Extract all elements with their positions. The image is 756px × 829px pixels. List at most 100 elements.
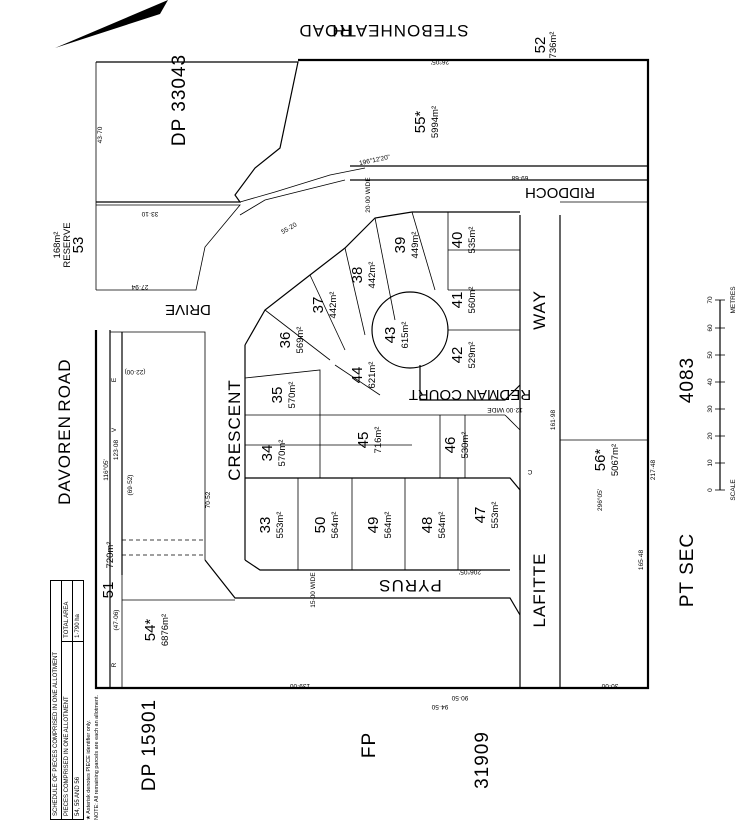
- svg-text:15·00 WIDE: 15·00 WIDE: [310, 572, 317, 608]
- dp33043-boundary: [96, 61, 299, 203]
- svg-text:40: 40: [707, 378, 714, 386]
- svg-text:V: V: [111, 427, 118, 432]
- road-pyrus: PYRUS: [378, 576, 442, 595]
- svg-text:553m²: 553m²: [490, 502, 501, 529]
- svg-text:54*: 54*: [142, 619, 159, 642]
- svg-text:55·20: 55·20: [280, 221, 298, 236]
- svg-text:442m²: 442m²: [328, 292, 339, 319]
- schedule-title: SCHEDULE OF PIECES COMPRISED IN ONE ALLO…: [50, 580, 62, 820]
- svg-text:43·70: 43·70: [97, 126, 104, 143]
- plan-ptsec-number: 4083: [677, 357, 698, 403]
- svg-text:20·00 WIDE: 20·00 WIDE: [365, 177, 372, 213]
- svg-text:49: 49: [365, 517, 382, 534]
- svg-text:METRES: METRES: [730, 286, 737, 314]
- svg-text:296°05': 296°05': [596, 489, 604, 511]
- svg-text:C: C: [527, 468, 532, 475]
- svg-text:51: 51: [100, 582, 117, 599]
- svg-text:56*: 56*: [592, 449, 609, 472]
- svg-text:570m²: 570m²: [287, 382, 298, 409]
- svg-text:20: 20: [707, 432, 714, 440]
- scale-bar: 0 10 20 30 40 50 60 70 METRES SCALE: [707, 286, 737, 501]
- outer-boundary: [94, 58, 650, 690]
- road-riddoch: RIDDOCH: [525, 184, 595, 201]
- svg-text:116°05': 116°05': [102, 459, 110, 480]
- plan-dp33043: DP 33043: [169, 54, 190, 146]
- svg-text:5994m²: 5994m²: [430, 106, 441, 138]
- plan-fp-number: 31909: [472, 731, 493, 789]
- svg-text:30: 30: [707, 405, 714, 413]
- road-redman-court: REDMAN COURT: [409, 386, 531, 403]
- road-way: WAY: [530, 290, 549, 330]
- schedule-note-remaining: NOTE: All remaining parcels are each an …: [94, 694, 100, 820]
- svg-text:570m²: 570m²: [277, 440, 288, 467]
- svg-text:R: R: [111, 662, 118, 667]
- svg-text:27·94: 27·94: [131, 283, 148, 290]
- svg-text:E: E: [111, 377, 118, 382]
- svg-text:60: 60: [707, 324, 714, 332]
- svg-text:736m²: 736m²: [548, 32, 559, 59]
- svg-text:50: 50: [312, 517, 329, 534]
- svg-text:26°05': 26°05': [431, 58, 449, 66]
- svg-text:48: 48: [419, 517, 436, 534]
- svg-text:38: 38: [349, 267, 366, 284]
- svg-text:33·10: 33·10: [141, 210, 158, 217]
- svg-text:5067m²: 5067m²: [610, 444, 621, 476]
- lot-54: 54*6876m²: [142, 614, 171, 646]
- svg-text:37: 37: [310, 297, 327, 314]
- road-stebonheath: STEBONHEATH: [331, 21, 468, 40]
- svg-text:564m²: 564m²: [437, 512, 448, 539]
- svg-text:6876m²: 6876m²: [160, 614, 171, 646]
- svg-text:196°12'20": 196°12'20": [358, 153, 391, 168]
- svg-text:34: 34: [259, 445, 276, 462]
- svg-text:161·98: 161·98: [550, 410, 557, 431]
- svg-text:123·08: 123·08: [113, 440, 120, 461]
- svg-text:46: 46: [442, 437, 459, 454]
- schedule-col-pieces: PIECES COMPRISED IN ONE ALLOTMENT: [61, 641, 73, 820]
- svg-text:553m²: 553m²: [275, 512, 286, 539]
- svg-text:(69·52): (69·52): [127, 475, 134, 496]
- schedule-table: SCHEDULE OF PIECES COMPRISED IN ONE ALLO…: [50, 580, 84, 820]
- schedule-row-area: 1·790 ha: [72, 580, 84, 642]
- svg-text:30·00: 30·00: [601, 682, 618, 689]
- svg-text:165·48: 165·48: [638, 550, 645, 571]
- svg-text:40: 40: [449, 232, 466, 249]
- road-davoren-suffix: ROAD: [55, 358, 74, 411]
- schedule-row-pieces: 54, 55 AND 56: [72, 641, 84, 820]
- plan-fp: FP: [359, 732, 380, 758]
- reserve-label: RESERVE: [62, 222, 73, 267]
- road-davoren: DAVOREN: [55, 415, 74, 505]
- plan-dp15901: DP 15901: [139, 699, 160, 791]
- svg-text:529m²: 529m²: [467, 342, 478, 369]
- reserve-area: 168m²: [52, 232, 63, 259]
- svg-text:564m²: 564m²: [383, 512, 394, 539]
- svg-text:70·52: 70·52: [205, 491, 212, 508]
- svg-text:94·50: 94·50: [431, 703, 448, 710]
- svg-text:45: 45: [355, 432, 372, 449]
- svg-text:10: 10: [707, 459, 714, 467]
- svg-text:449m²: 449m²: [410, 232, 421, 259]
- svg-text:43: 43: [382, 327, 399, 344]
- svg-text:569m²: 569m²: [295, 327, 306, 354]
- svg-text:615m²: 615m²: [400, 322, 411, 349]
- svg-text:47: 47: [472, 507, 489, 524]
- lot-55: 55*5994m²: [412, 106, 441, 138]
- svg-text:90·50: 90·50: [451, 694, 468, 701]
